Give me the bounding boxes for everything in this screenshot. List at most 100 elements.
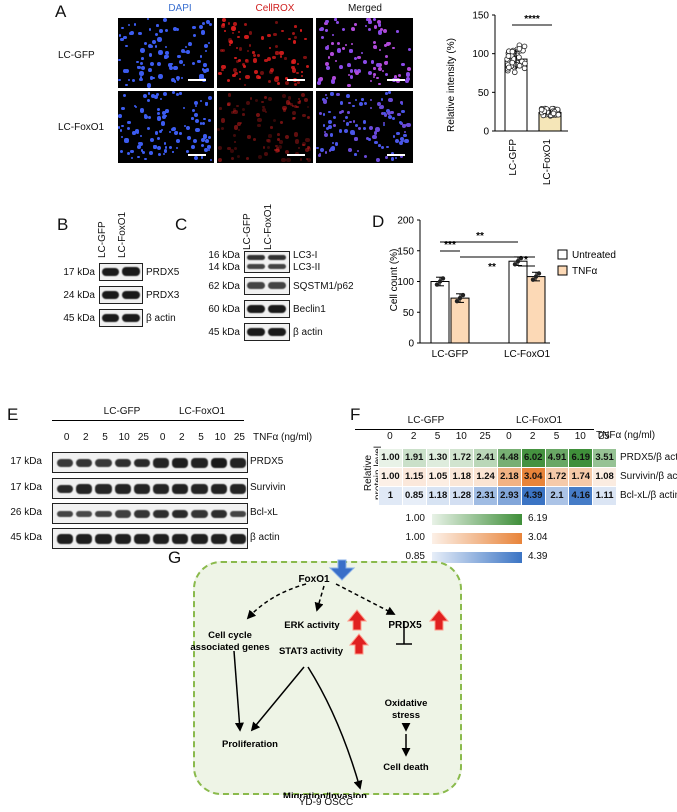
cell-nucleus xyxy=(176,27,180,31)
cell-nucleus xyxy=(403,133,407,138)
d-sig-foxo1-pair: * xyxy=(524,255,528,266)
cell-nucleus xyxy=(183,64,186,67)
cell-nucleus xyxy=(203,147,209,152)
cell-nucleus xyxy=(375,62,380,67)
cell-nucleus xyxy=(372,73,376,77)
e-band xyxy=(76,459,93,467)
cell-nucleus xyxy=(400,101,403,104)
cell-nucleus xyxy=(234,140,237,144)
col-label-merged: Merged xyxy=(348,3,382,14)
cell-nucleus xyxy=(232,22,237,27)
micrograph-cellrox-gfp xyxy=(217,18,313,88)
cell-nucleus xyxy=(181,76,184,80)
cell-nucleus xyxy=(248,31,253,35)
cell-nucleus xyxy=(121,136,124,139)
cell-nucleus xyxy=(394,139,399,144)
cell-nucleus xyxy=(373,41,377,45)
cell-nucleus xyxy=(344,128,349,133)
cell-nucleus xyxy=(175,139,180,143)
c-protein-actin: β actin xyxy=(293,327,323,338)
cell-nucleus xyxy=(237,58,242,63)
panel-label-f: F xyxy=(350,405,361,424)
cell-nucleus xyxy=(368,71,373,76)
cell-nucleus xyxy=(383,113,388,117)
cell-nucleus xyxy=(255,98,259,102)
e-band xyxy=(114,458,131,468)
cell-nucleus xyxy=(354,124,358,128)
d-tick-label: 150 xyxy=(397,246,414,257)
f-dose: 2 xyxy=(529,431,536,442)
cell-nucleus xyxy=(322,124,326,127)
e-band xyxy=(114,534,131,544)
cell-nucleus xyxy=(186,149,190,153)
cell-nucleus xyxy=(291,31,296,36)
cell-nucleus xyxy=(384,44,387,47)
cell-nucleus xyxy=(305,64,309,69)
cell-nucleus xyxy=(257,123,262,128)
micrograph-dapi-gfp xyxy=(118,18,214,88)
a-point xyxy=(505,53,512,59)
cell-nucleus xyxy=(400,137,405,142)
f-cell: 1.24 xyxy=(473,467,498,487)
f-dose: 10 xyxy=(455,431,467,442)
cell-nucleus xyxy=(239,121,242,124)
b-protein-prdx5: PRDX5 xyxy=(146,267,180,278)
e-band xyxy=(172,458,189,468)
e-kda: 45 kDa xyxy=(10,532,42,543)
cell-nucleus xyxy=(156,145,162,151)
a-tick-label: 150 xyxy=(472,11,489,22)
d-point xyxy=(536,271,542,276)
cell-nucleus xyxy=(361,98,364,101)
cell-nucleus xyxy=(202,63,207,68)
d-bar xyxy=(450,297,470,344)
e-dose: 2 xyxy=(83,432,89,443)
cell-nucleus xyxy=(236,121,241,126)
cell-nucleus xyxy=(302,141,307,146)
d-tick-label: 200 xyxy=(397,216,414,227)
a-point xyxy=(516,54,522,61)
cell-nucleus xyxy=(323,113,326,116)
cell-nucleus xyxy=(367,138,371,141)
cell-nucleus xyxy=(304,98,308,102)
e-dose: 25 xyxy=(233,432,245,443)
cell-nucleus xyxy=(383,112,386,115)
cell-nucleus xyxy=(275,44,279,48)
cell-nucleus xyxy=(264,110,267,113)
cell-nucleus xyxy=(399,141,404,146)
cell-nucleus xyxy=(274,21,278,25)
cell-nucleus xyxy=(377,66,382,71)
cell-nucleus xyxy=(144,157,147,161)
e-group-foxo1: LC-FoxO1 xyxy=(178,406,226,417)
cell-nucleus xyxy=(287,37,291,41)
cell-nucleus xyxy=(318,154,321,157)
cell-nucleus xyxy=(372,75,376,79)
cell-nucleus xyxy=(328,111,331,114)
cell-nucleus xyxy=(138,31,142,36)
cell-nucleus xyxy=(384,61,389,66)
cell-nucleus xyxy=(193,138,198,143)
cell-nucleus xyxy=(391,116,395,121)
cell-nucleus xyxy=(139,108,144,113)
cell-nucleus xyxy=(200,30,206,35)
cell-nucleus xyxy=(243,83,246,86)
cell-nucleus xyxy=(184,45,188,49)
e-dose: 5 xyxy=(102,432,108,443)
cell-nucleus xyxy=(123,93,127,97)
cell-nucleus xyxy=(170,127,175,132)
cell-nucleus xyxy=(294,36,298,39)
d-point xyxy=(454,298,460,304)
cell-nucleus xyxy=(242,113,245,116)
cell-nucleus xyxy=(320,35,325,39)
cell-nucleus xyxy=(383,28,388,33)
panel-label-c: C xyxy=(175,215,188,234)
e-band xyxy=(172,509,189,519)
cell-nucleus xyxy=(154,33,158,37)
cell-nucleus xyxy=(284,81,289,85)
c-kda-p62: 62 kDa xyxy=(208,281,240,292)
e-band xyxy=(95,510,112,518)
cell-nucleus xyxy=(330,79,336,84)
cell-nucleus xyxy=(199,73,204,79)
cell-nucleus xyxy=(353,57,357,61)
g-node-cell-cycle-2: associated genes xyxy=(190,642,269,653)
cell-nucleus xyxy=(394,156,397,160)
